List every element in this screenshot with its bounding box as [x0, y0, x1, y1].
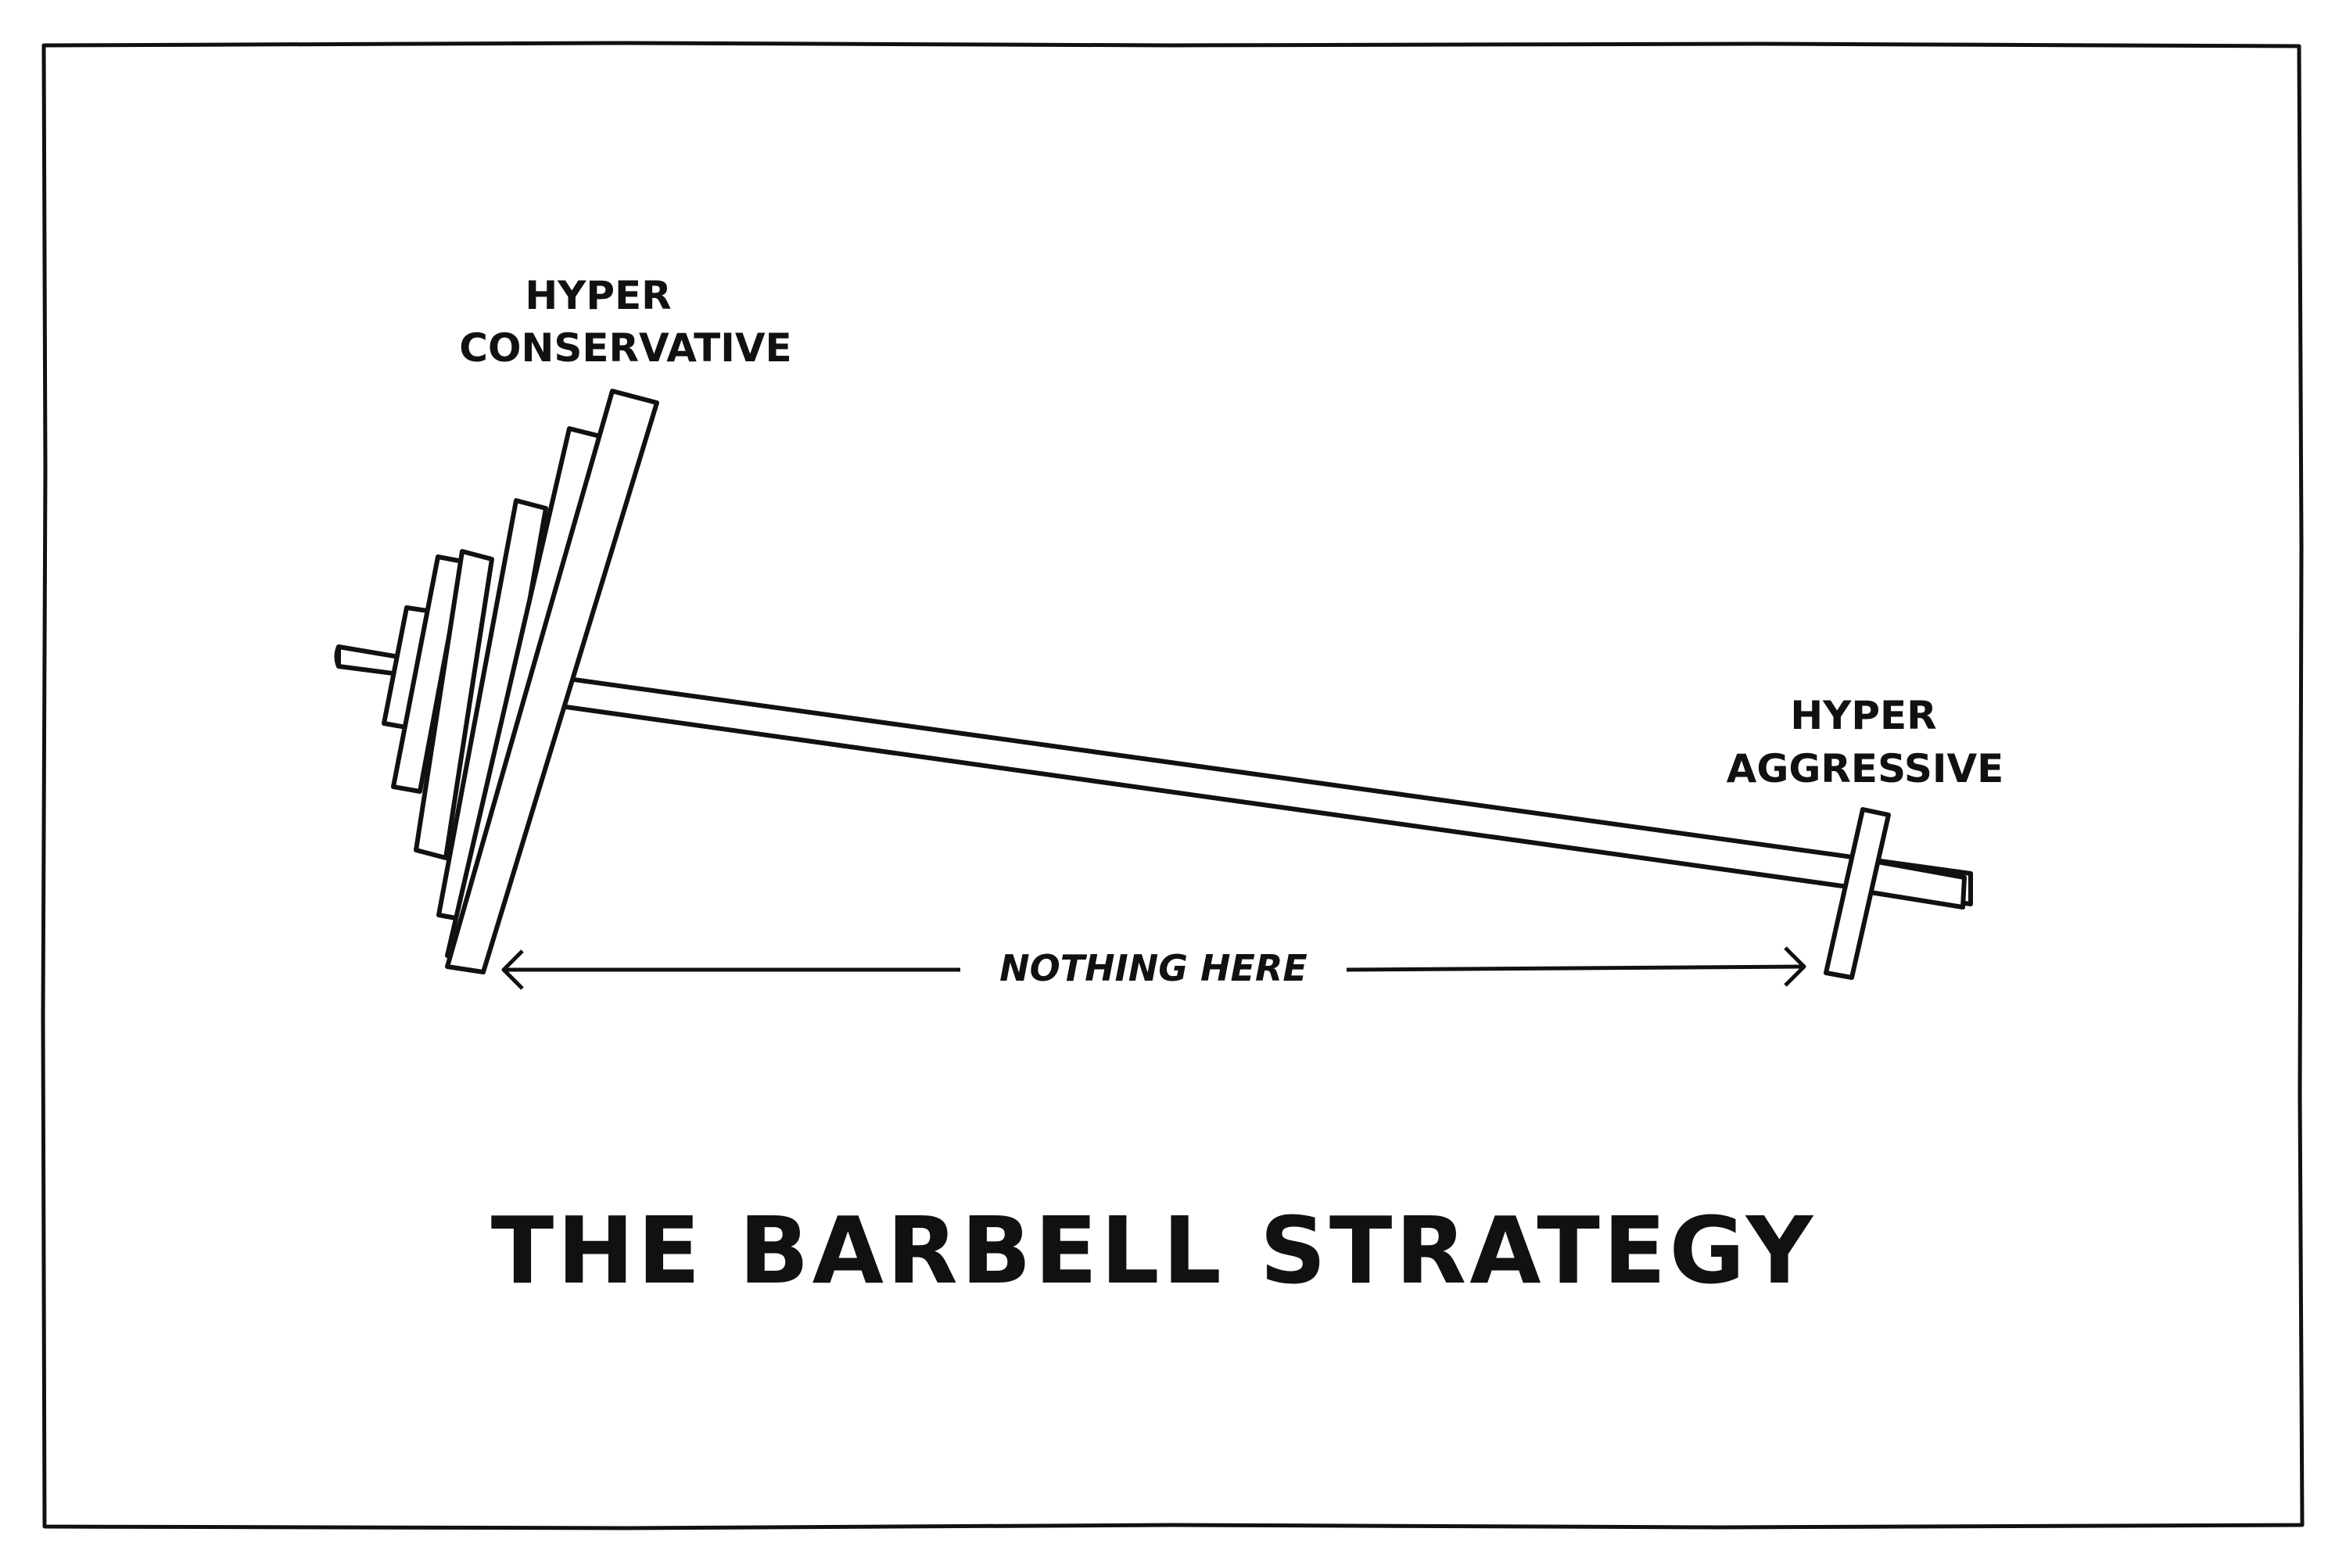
label-hyper-right: HYPER — [1790, 693, 1936, 738]
aggressive-plate — [1824, 807, 1891, 980]
conservative-plate-stack — [382, 389, 659, 974]
label-nothing-here: NOTHING HERE — [999, 947, 1308, 989]
plate-1 — [445, 389, 659, 974]
label-hyper-left: HYPER — [525, 273, 671, 318]
plate-5 — [391, 554, 465, 794]
barbell-bar — [558, 676, 1973, 906]
plate-4 — [414, 549, 494, 860]
left-bar-end — [334, 644, 401, 676]
right-bar-end — [1863, 857, 1967, 910]
label-aggressive: AGGRESSIVE — [1727, 746, 2004, 791]
arrow-head-right — [1784, 946, 1806, 987]
gap-arrow — [501, 946, 1806, 990]
label-conservative: CONSERVATIVE — [459, 325, 791, 371]
arrow-head-left — [501, 949, 524, 990]
frame-border — [41, 41, 2305, 1530]
diagram-title: THE BARBELL STRATEGY — [491, 1197, 1816, 1304]
